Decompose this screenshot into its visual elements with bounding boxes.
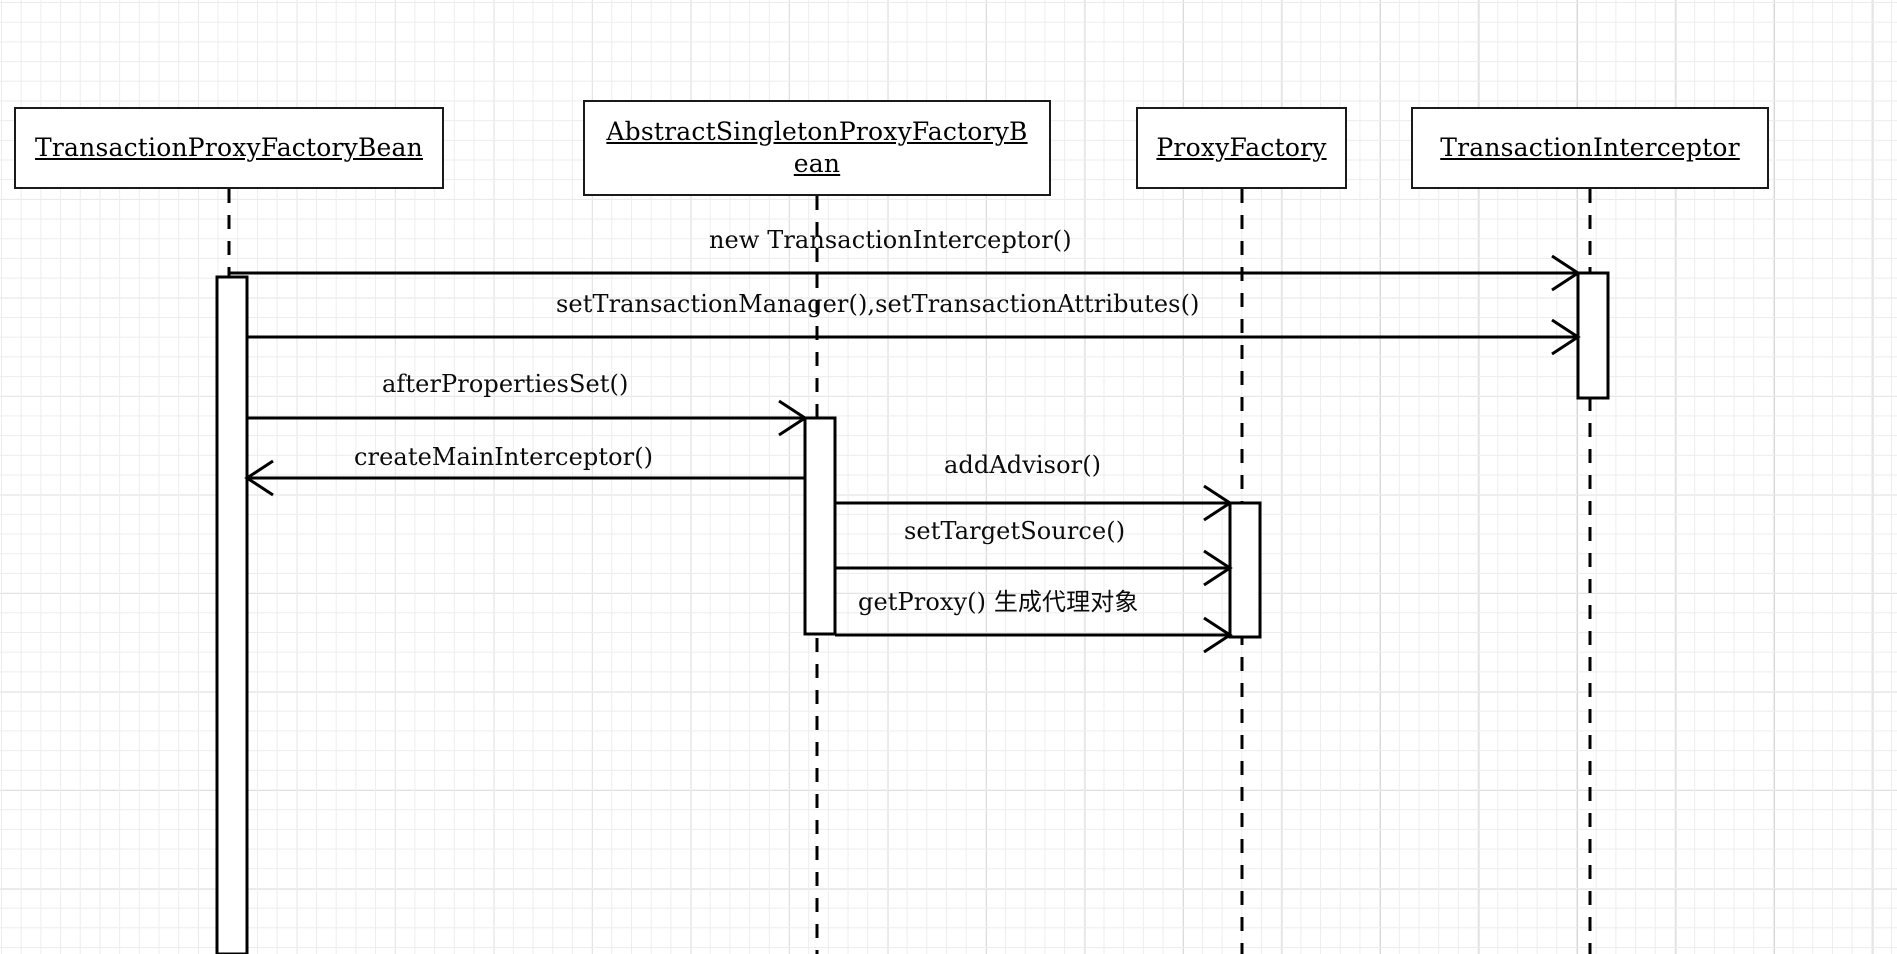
msg-after-properties-set-label: afterPropertiesSet(): [382, 370, 629, 398]
msg-after-properties-set[interactable]: [247, 399, 808, 437]
msg-set-transaction-manager-label: setTransactionManager(),setTransactionAt…: [556, 290, 1200, 318]
participant-label-transaction-interceptor: TransactionInterceptor: [1440, 133, 1740, 162]
activation-transaction-interceptor[interactable]: [1576, 271, 1610, 400]
participant-box-proxy-factory[interactable]: ProxyFactory: [1136, 107, 1347, 189]
msg-new-transaction-interceptor-label: new TransactionInterceptor(): [709, 226, 1072, 254]
msg-set-target-source[interactable]: [835, 549, 1233, 587]
msg-create-main-interceptor-arrowhead: [244, 459, 274, 497]
msg-after-properties-set-arrowhead: [778, 399, 808, 437]
participant-box-transaction-interceptor[interactable]: TransactionInterceptor: [1411, 107, 1769, 189]
msg-add-advisor[interactable]: [835, 484, 1233, 522]
msg-set-transaction-manager[interactable]: [247, 318, 1581, 356]
msg-set-target-source-label: setTargetSource(): [904, 517, 1126, 545]
msg-set-transaction-manager-arrowhead: [1551, 318, 1581, 356]
participant-label-transaction-proxy-factory-bean: TransactionProxyFactoryBean: [35, 133, 423, 162]
msg-add-advisor-label: addAdvisor(): [944, 451, 1102, 479]
activation-transaction-proxy-factory-bean[interactable]: [215, 275, 249, 954]
activations-group: [215, 271, 1610, 954]
participant-label-proxy-factory: ProxyFactory: [1156, 133, 1327, 162]
msg-get-proxy-label: getProxy() 生成代理对象: [858, 588, 1139, 616]
msg-add-advisor-arrowhead: [1203, 484, 1233, 522]
msg-new-transaction-interceptor-arrowhead: [1551, 254, 1581, 292]
msg-get-proxy-arrowhead: [1203, 616, 1233, 654]
participant-box-transaction-proxy-factory-bean[interactable]: TransactionProxyFactoryBean: [14, 107, 444, 189]
msg-set-target-source-arrowhead: [1203, 549, 1233, 587]
activation-proxy-factory[interactable]: [1228, 501, 1262, 639]
activation-abstract-singleton[interactable]: [803, 416, 837, 636]
msg-create-main-interceptor-label: createMainInterceptor(): [354, 443, 654, 471]
msg-get-proxy[interactable]: [835, 616, 1233, 654]
msg-create-main-interceptor[interactable]: [244, 459, 805, 497]
msg-new-transaction-interceptor[interactable]: [229, 254, 1581, 292]
messages-group: [229, 254, 1581, 654]
